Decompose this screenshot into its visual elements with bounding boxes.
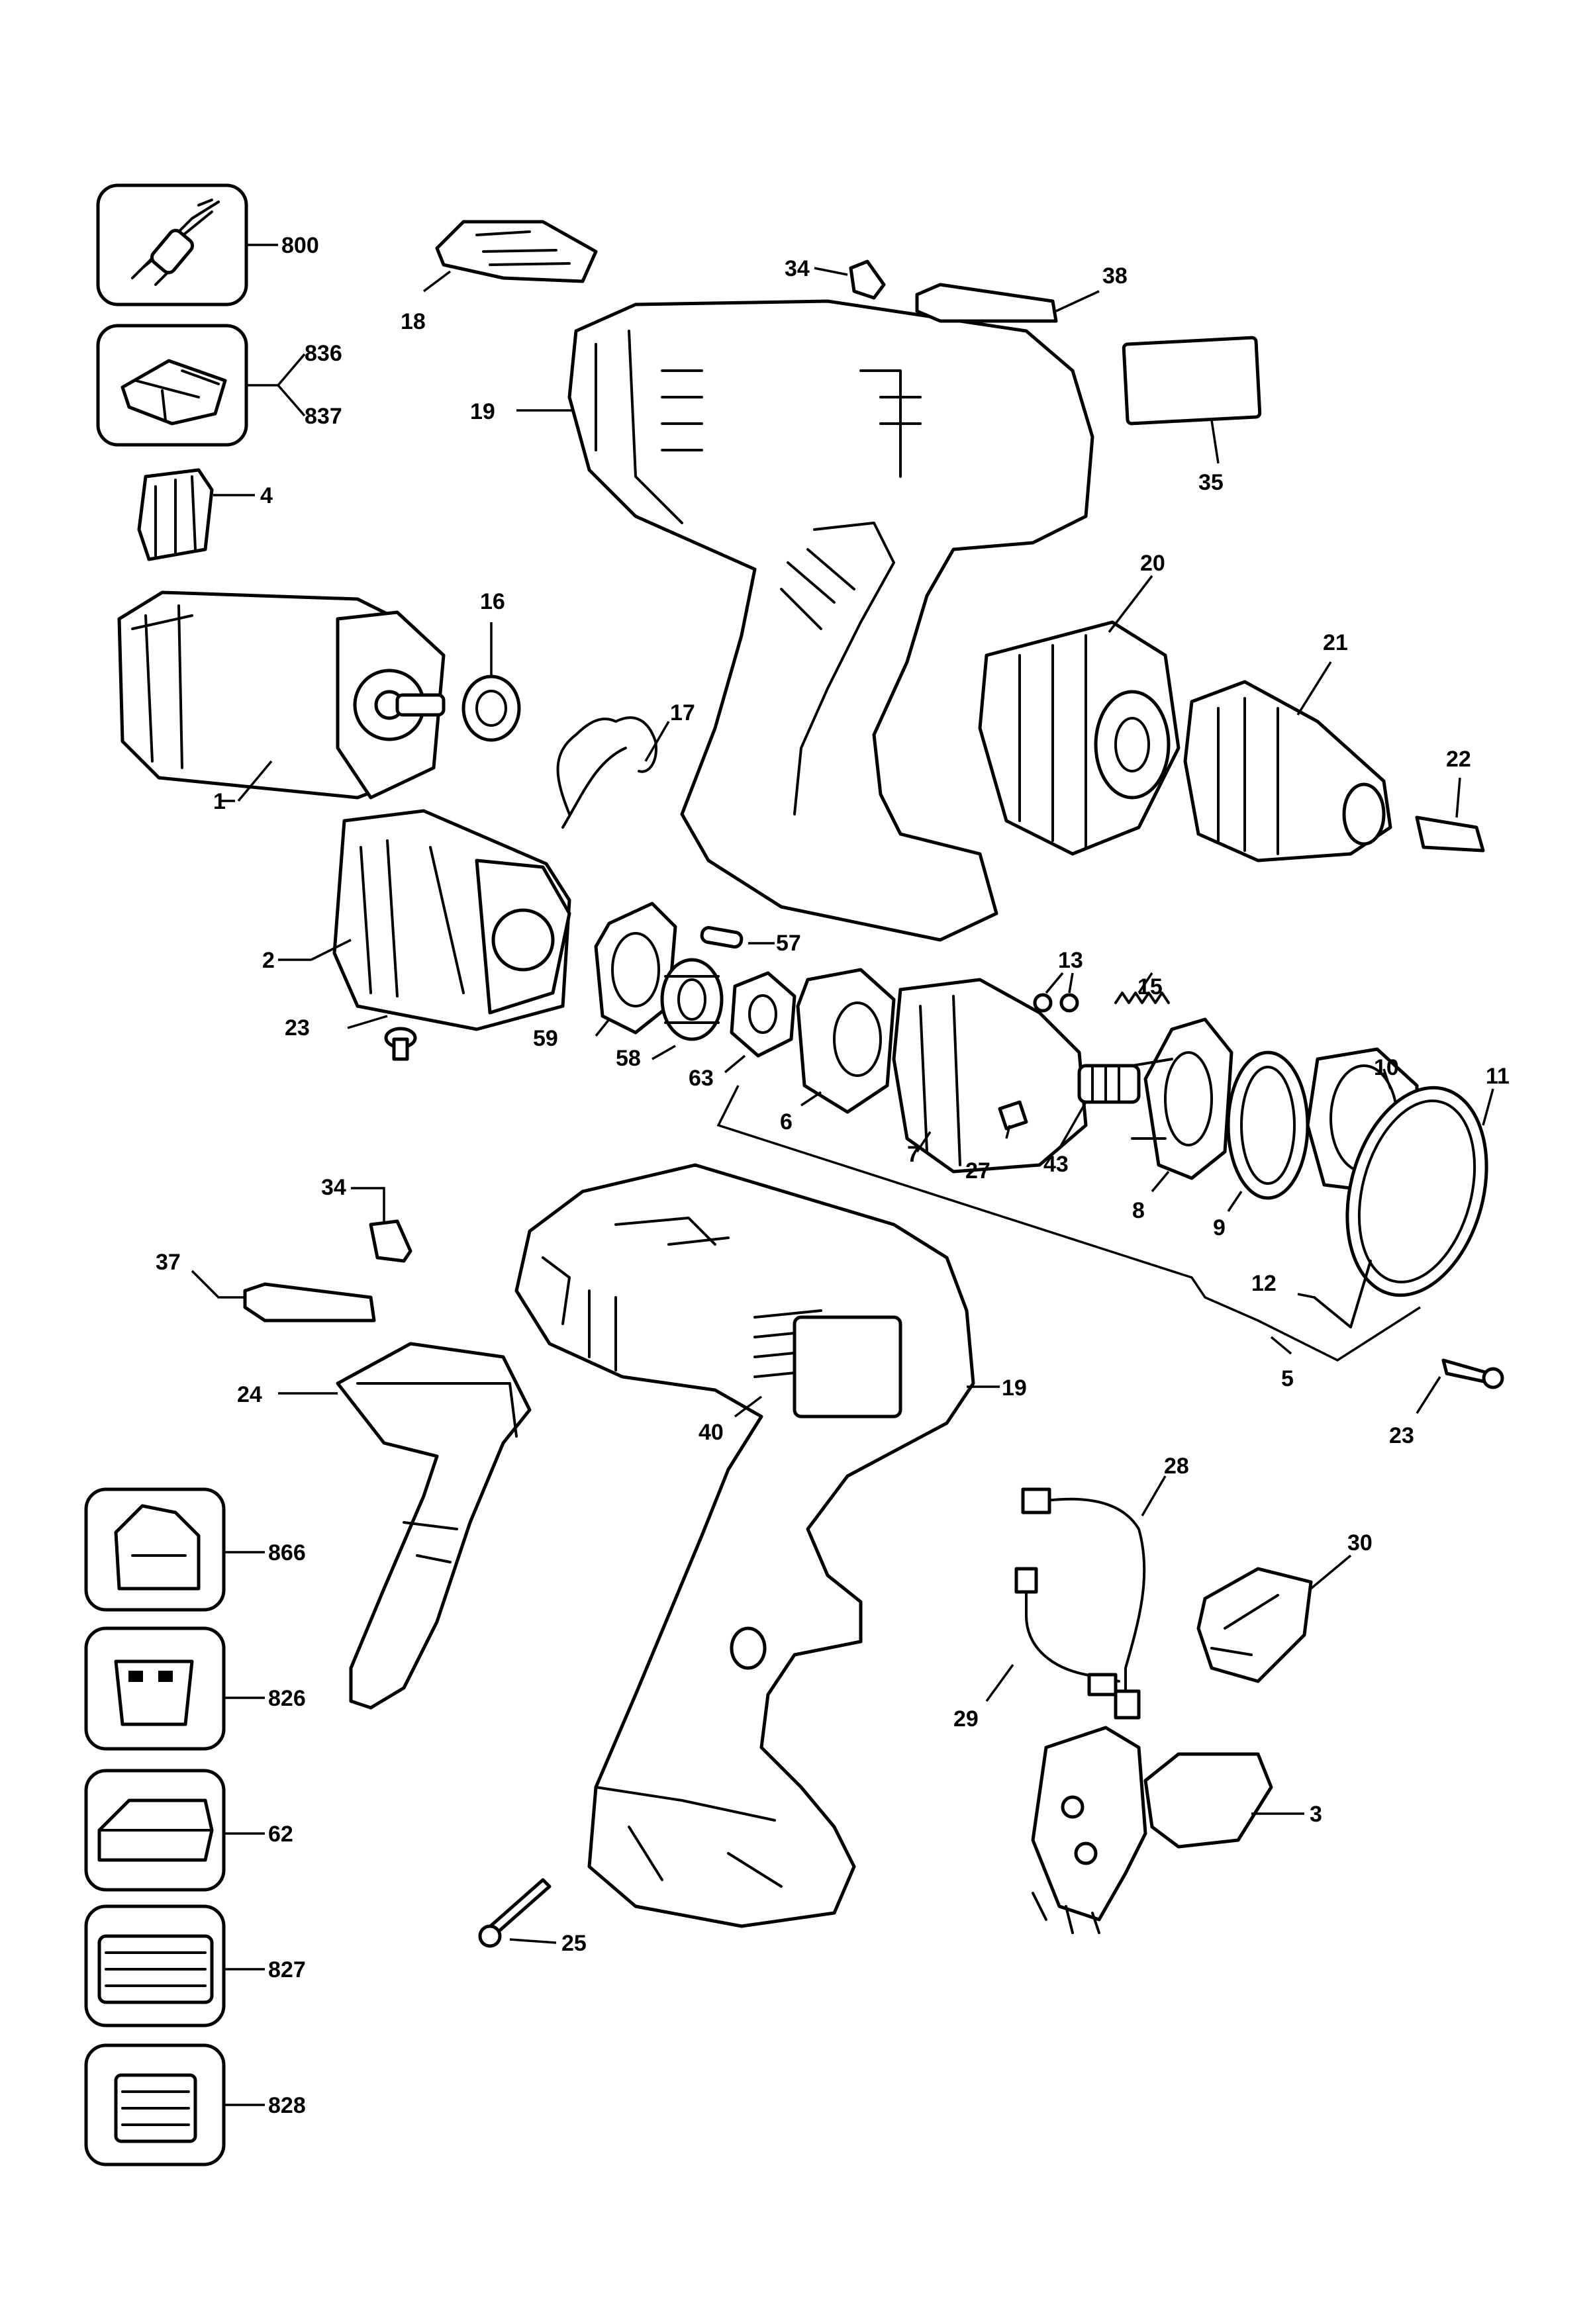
- part-19-housing-right: [514, 1163, 1000, 1928]
- label-23-a: 23: [285, 1015, 310, 1041]
- part-18-switch-cover: [422, 220, 598, 293]
- label-16: 16: [480, 589, 505, 614]
- label-2: 2: [262, 948, 275, 973]
- part-11-ring: [1345, 1086, 1494, 1297]
- part-34-clip-bottom: [351, 1187, 412, 1263]
- label-29: 29: [953, 1706, 979, 1732]
- part-30-button: [1196, 1554, 1352, 1683]
- label-837: 837: [305, 404, 342, 429]
- label-13: 13: [1058, 948, 1083, 973]
- label-62: 62: [268, 1822, 293, 1847]
- accessory-827-box: [84, 1904, 265, 2027]
- part-8-plate: [1131, 1017, 1233, 1193]
- accessory-828-box: [84, 2043, 265, 2166]
- part-21-chuck: [1183, 661, 1392, 862]
- part-15-spring: [1114, 972, 1170, 1004]
- label-5: 5: [1281, 1366, 1294, 1391]
- part-5-assembly-bracket: [716, 1085, 1421, 1362]
- part-63-gear: [724, 971, 796, 1074]
- label-4: 4: [260, 483, 273, 508]
- label-7: 7: [907, 1142, 920, 1167]
- label-19-bottom: 19: [1002, 1375, 1027, 1401]
- label-20: 20: [1140, 551, 1165, 576]
- label-18: 18: [401, 309, 426, 334]
- part-6-gear-carrier: [796, 968, 896, 1114]
- part-16-gear: [461, 622, 521, 742]
- part-13-balls: [1033, 972, 1079, 1013]
- label-25: 25: [561, 1931, 587, 1956]
- accessory-836-837-box: [96, 324, 306, 447]
- part-19-housing-left: [516, 299, 1094, 942]
- part-35-label: [1122, 336, 1262, 464]
- part-2-gearbox: [278, 809, 571, 1031]
- label-57: 57: [776, 931, 801, 956]
- label-12: 12: [1251, 1271, 1277, 1296]
- label-800: 800: [281, 233, 319, 258]
- part-22-screw: [1415, 777, 1485, 853]
- label-3: 3: [1310, 1802, 1322, 1827]
- part-4-connector: [137, 468, 255, 561]
- label-828: 828: [268, 2093, 306, 2118]
- label-10: 10: [1374, 1055, 1399, 1080]
- label-21: 21: [1323, 630, 1348, 655]
- label-34-top: 34: [785, 256, 810, 281]
- label-40: 40: [699, 1420, 724, 1445]
- part-28-wire: [1021, 1475, 1167, 1720]
- label-17: 17: [670, 700, 695, 725]
- label-27: 27: [965, 1158, 990, 1184]
- label-28: 28: [1164, 1454, 1189, 1479]
- label-6: 6: [780, 1109, 793, 1135]
- part-37-bit: [191, 1270, 376, 1323]
- part-29-wire: [985, 1567, 1120, 1702]
- part-24-grip: [278, 1342, 532, 1710]
- part-27-screw: [998, 1100, 1028, 1139]
- label-35: 35: [1198, 470, 1224, 495]
- part-34-clip-top: [814, 259, 886, 300]
- label-59: 59: [533, 1026, 558, 1051]
- label-827: 827: [268, 1957, 306, 1982]
- part-43-lead-screw: [1058, 1101, 1087, 1149]
- label-1: 1: [213, 789, 226, 814]
- label-866: 866: [268, 1540, 306, 1565]
- part-17-spring-clip: [556, 716, 670, 829]
- label-30: 30: [1347, 1530, 1373, 1556]
- label-19-top: 19: [470, 399, 495, 424]
- label-34-bottom: 34: [321, 1175, 346, 1200]
- label-11: 11: [1486, 1064, 1510, 1089]
- accessory-866-box: [84, 1487, 265, 1612]
- callout-labels: 800 836 837 4 18 34 38 19 35 16 17 1 20 …: [156, 233, 1510, 2118]
- label-24: 24: [237, 1382, 262, 1407]
- part-23-screw-b: [1416, 1358, 1504, 1414]
- label-63: 63: [689, 1066, 714, 1091]
- label-37: 37: [156, 1250, 181, 1275]
- accessory-800-box: [96, 183, 278, 306]
- part-9-ring: [1226, 1050, 1310, 1212]
- part-25-screw: [478, 1878, 557, 1948]
- label-9: 9: [1213, 1215, 1226, 1240]
- accessory-62-box: [84, 1769, 265, 1892]
- accessory-826-box: [84, 1626, 265, 1751]
- part-40-label-leader: [734, 1395, 763, 1418]
- part-59-ring: [594, 902, 677, 1037]
- label-836: 836: [305, 341, 342, 366]
- label-23-b: 23: [1389, 1423, 1414, 1448]
- part-20-sleeve: [978, 575, 1181, 856]
- part-12-wire-clip: [1297, 1260, 1372, 1328]
- part-38-bit: [915, 283, 1100, 323]
- part-1-motor: [117, 590, 446, 802]
- label-8: 8: [1132, 1198, 1145, 1223]
- label-43: 43: [1043, 1152, 1069, 1177]
- part-23-screw-a: [347, 1015, 417, 1061]
- label-826: 826: [268, 1686, 306, 1711]
- label-38: 38: [1102, 263, 1128, 289]
- label-58: 58: [616, 1046, 641, 1071]
- part-58-gear: [652, 958, 724, 1060]
- part-7-clutch-body: [892, 978, 1141, 1174]
- part-57-pin: [700, 926, 775, 949]
- label-15: 15: [1137, 974, 1163, 999]
- part-3-switch: [1031, 1726, 1304, 1934]
- label-22: 22: [1446, 747, 1471, 772]
